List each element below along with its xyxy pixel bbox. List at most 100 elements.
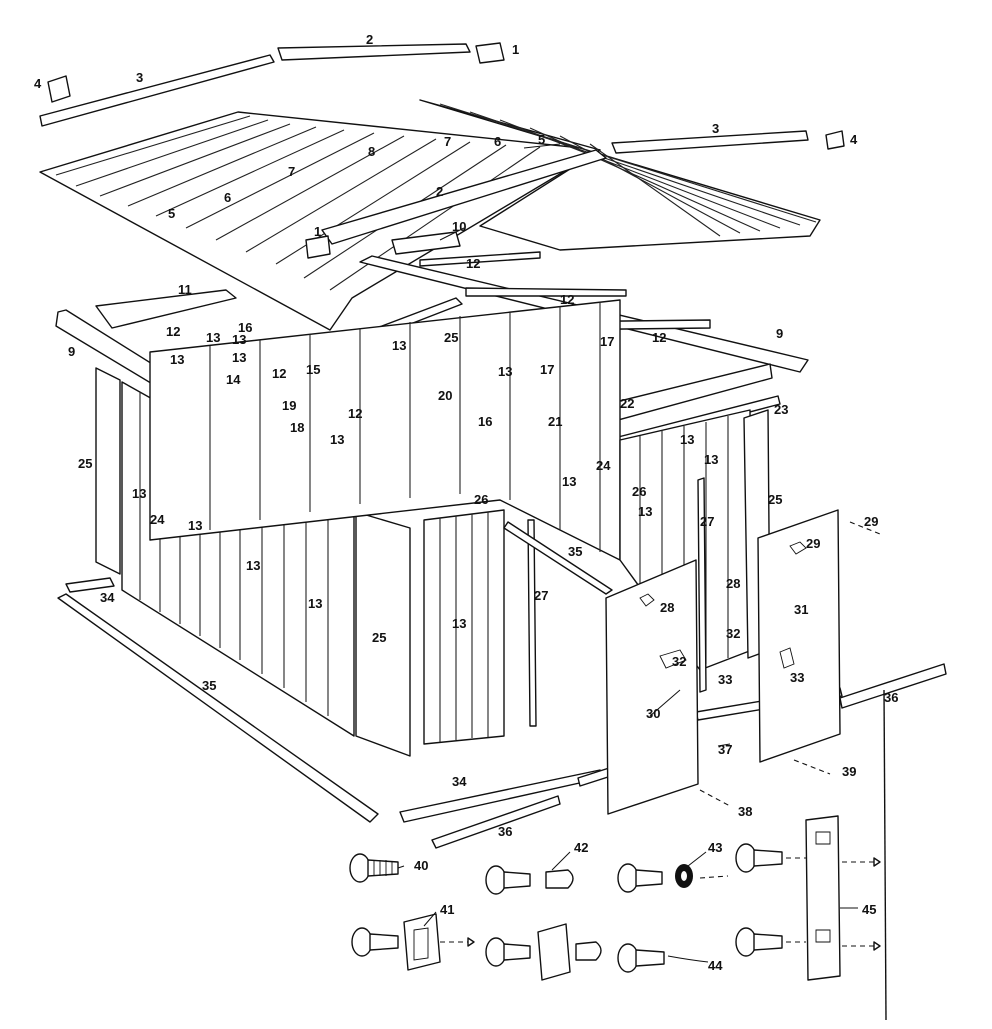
floor-rail-part-34-front [399,769,603,823]
hardware-fasteners [349,815,881,981]
screw-with-clip-part-41 [351,913,475,971]
callout-13: 13 [308,596,322,611]
callout-32: 32 [726,626,740,641]
screw-to-bracket-part-45-top [735,843,806,873]
screw-clip-cap-assembly [485,923,602,981]
door-post-part-27-left [527,519,537,727]
callout-13: 13 [132,486,146,501]
floor-rail-part-36-right [839,663,947,709]
fastener-path-38 [699,789,731,807]
callout-25: 25 [372,630,386,645]
callout-36: 36 [498,824,512,839]
screw-part-40 [349,853,399,883]
callout-28: 28 [660,600,674,615]
callout-7: 7 [288,164,295,179]
floor-rail-part-34-left [65,577,115,593]
callout-28: 28 [726,576,740,591]
callout-23: 23 [774,402,788,417]
front-wall-panel-part-13 [423,509,505,745]
latch-part-33 [779,647,795,669]
callout-2: 2 [436,184,443,199]
callout-40: 40 [414,858,428,873]
roof-panel-left [39,111,601,331]
callout-18: 18 [290,420,304,435]
callout-42: 42 [574,840,588,855]
door-panel-part-30 [605,559,699,815]
callout-32: 32 [672,654,686,669]
corner-cap-part-4-left [47,75,71,103]
callout-12: 12 [560,292,574,307]
bracket-part-45 [805,815,881,981]
callout-45: 45 [862,902,876,917]
callout-24: 24 [596,458,611,473]
callout-8: 8 [368,144,375,159]
callout-25: 25 [768,492,782,507]
callout-35: 35 [202,678,216,693]
callout-12: 12 [466,256,480,271]
callout-13: 13 [206,330,220,345]
callout-5: 5 [168,206,175,221]
door-post-part-27-right [697,477,707,693]
end-cap-part-1-lower [305,235,331,259]
screw-with-washer-part-43 [617,863,729,893]
callout-17: 17 [600,334,614,349]
fastener-path-39 [793,759,831,775]
callout-9: 9 [776,326,783,341]
callout-26: 26 [632,484,646,499]
ridge-cap-part-2-top [277,43,471,61]
front-corner-panel-part-25 [355,511,411,757]
callout-39: 39 [842,764,856,779]
callout-27: 27 [534,588,548,603]
callout-29: 29 [864,514,878,529]
callout-6: 6 [224,190,231,205]
purlin-part-12-e [419,251,541,267]
callout-34: 34 [100,590,115,605]
callout-12: 12 [166,324,180,339]
callout-labels: 1 1 2 2 3 3 4 4 5 5 6 6 7 7 8 9 9 10 11 … [34,32,898,973]
callout-19: 19 [282,398,296,413]
callout-13: 13 [680,432,694,447]
callout-38: 38 [738,804,752,819]
callout-41: 41 [440,902,454,917]
door-handle-part-28 [639,593,655,607]
callout-6: 6 [494,134,501,149]
callout-13: 13 [392,338,406,353]
callout-17: 17 [540,362,554,377]
callout-13: 13 [232,332,246,347]
callout-20: 20 [438,388,452,403]
latch-part-32 [659,649,687,669]
leader-lines [397,143,858,927]
callout-4: 4 [34,76,42,91]
callout-24: 24 [150,512,165,527]
callout-13: 13 [188,518,202,533]
gable-truss-part-11 [95,289,237,329]
purlin-part-12-c [465,287,627,297]
callout-2: 2 [366,32,373,47]
callout-13: 13 [704,452,718,467]
callout-1: 1 [512,42,519,57]
callout-14: 14 [226,372,241,387]
callout-5: 5 [538,132,545,147]
callout-12: 12 [652,330,666,345]
callout-1: 1 [314,224,321,239]
callout-13: 13 [232,350,246,365]
screw-part-44 [617,943,709,973]
callout-9: 9 [68,344,75,359]
eave-trim-part-3-left [39,54,275,127]
callout-12: 12 [272,366,286,381]
callout-33: 33 [790,670,804,685]
callout-13: 13 [246,558,260,573]
callout-15: 15 [306,362,320,377]
front-wall-ribs [439,512,489,742]
callout-34: 34 [452,774,467,789]
callout-25: 25 [78,456,92,471]
callout-16: 16 [478,414,492,429]
callout-13: 13 [330,432,344,447]
screw-with-cap-part-42 [485,865,574,895]
callout-43: 43 [708,840,722,855]
floor-rail-part-35-back [503,521,613,595]
callout-12: 12 [348,406,362,421]
left-wall-panel-part-25 [95,367,121,575]
callout-33: 33 [718,672,732,687]
callout-10: 10 [452,219,466,234]
